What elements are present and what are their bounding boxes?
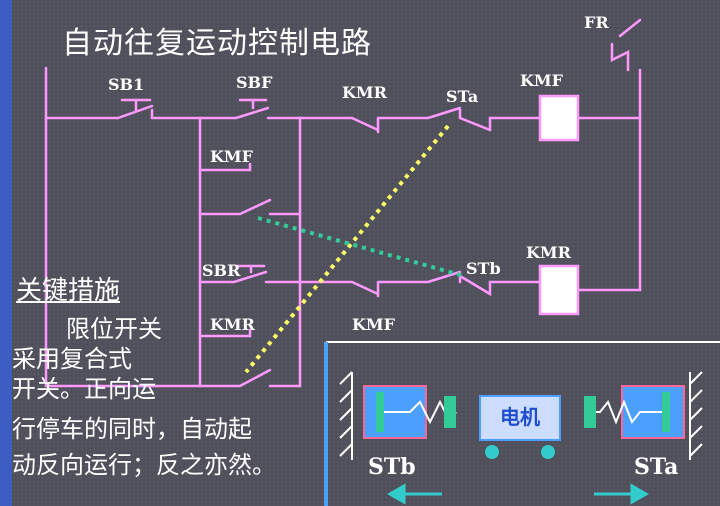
motor-label: 电机 [500,405,540,429]
label-kmf-inter: KMF [352,315,396,334]
sta-nc [458,116,492,132]
label-kmr-top: KMR [342,83,388,102]
link-yellow [244,124,450,374]
kmf-self-hold [198,162,272,216]
notes-heading: 关键措施 [16,276,121,306]
label-stb-mech: STb [368,454,416,480]
sb1-contact [116,104,154,120]
label-sbr: SBR [202,261,241,280]
label-stb-mid: STb [466,259,501,278]
label-kmr-self: KMR [210,315,256,334]
arrow-right [594,483,650,505]
fr-link [610,42,630,72]
wire-mid-rung [298,270,542,298]
sta-contact [426,106,462,120]
label-sta-mech: STa [634,454,678,480]
label-fr: FR [584,13,609,32]
note-line-5: 动反向运行；反之亦然。 [12,451,276,479]
kmr-nc-top [350,116,380,132]
label-sta-top: STa [446,87,478,106]
label-kmf-self: KMF [210,147,254,166]
label-kmr-coil: KMR [526,243,572,262]
kmf-coil [538,94,580,142]
slide-title: 自动往复运动控制电路 [62,26,372,61]
wire-kmr-coil-fr [576,116,642,292]
wire-sta-kmf [488,116,542,132]
note-line-2: 采用复合式 [12,345,132,373]
note-line-3: 开关。正向运 [12,375,156,403]
note-line-1: 限位开关 [66,315,162,343]
note-line-4: 行停车的同时，自动起 [12,415,252,443]
motor-box [479,395,561,441]
label-sbf: SBF [236,73,273,92]
slide-left-bar [0,0,12,506]
link-green [257,216,465,278]
arrow-left [386,483,442,505]
kmr-coil [538,264,580,316]
fr-top [618,18,642,38]
label-kmf-coil: KMF [520,71,564,90]
wire-kmf-fr [576,68,642,120]
label-sb1: SB1 [108,75,144,94]
kmr-self-hold [198,280,302,388]
sbf-contact [234,106,270,120]
